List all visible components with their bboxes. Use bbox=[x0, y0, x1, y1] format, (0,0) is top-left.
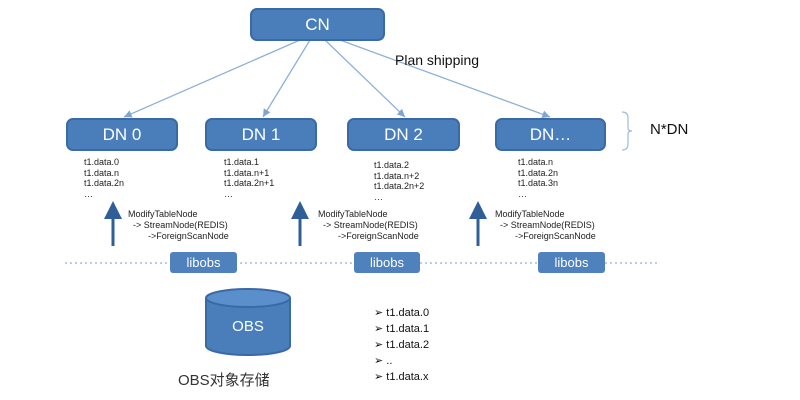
plan-line: ModifyTableNode bbox=[495, 209, 565, 219]
object-name: t1.data.x bbox=[386, 371, 429, 383]
plan-line: ->ForeignScanNode bbox=[495, 231, 596, 241]
dn-node-1: DN 1 bbox=[205, 118, 317, 151]
data-item: … bbox=[518, 188, 527, 199]
dn-brace bbox=[621, 111, 633, 151]
dn-label: DN… bbox=[529, 124, 572, 144]
data-item: … bbox=[224, 188, 233, 199]
data-item: t1.data.n+2 bbox=[374, 170, 420, 181]
list-item: ➢ t1.data.1 bbox=[374, 321, 429, 337]
libobs-box: libobs bbox=[170, 252, 237, 273]
dn-label: DN 0 bbox=[102, 124, 142, 144]
data-item: t1.data.n bbox=[518, 157, 554, 167]
libobs-box: libobs bbox=[354, 252, 420, 273]
plan-tree: ModifyTableNode -> StreamNode(REDIS) ->F… bbox=[495, 209, 596, 242]
plan-line: ->ForeignScanNode bbox=[318, 231, 419, 241]
dn-label: DN 2 bbox=[384, 124, 423, 144]
arrow-cn-dnn bbox=[339, 39, 551, 118]
obs-cylinder-icon bbox=[205, 288, 291, 356]
plan-shipping-label: Plan shipping bbox=[395, 52, 480, 68]
dn-node-2: DN 2 bbox=[347, 118, 460, 151]
plan-line: -> StreamNode(REDIS) bbox=[495, 220, 595, 230]
data-item: t1.data.1 bbox=[224, 157, 260, 167]
arrow-bullet-icon: ➢ bbox=[374, 323, 387, 335]
obs-caption: OBS对象存储 bbox=[178, 372, 270, 389]
object-name: t1.data.0 bbox=[386, 307, 430, 319]
data-item: t1.data.2n+1 bbox=[224, 178, 275, 188]
data-item: t1.data.n+1 bbox=[224, 167, 270, 178]
data-item: t1.data.n bbox=[84, 167, 120, 178]
data-item: … bbox=[374, 191, 383, 202]
obs-label: OBS bbox=[232, 318, 264, 335]
data-item: t1.data.2n+2 bbox=[374, 181, 425, 191]
object-list: ➢ t1.data.0 ➢ t1.data.1 ➢ t1.data.2 ➢ ..… bbox=[374, 305, 429, 385]
data-item: t1.data.2 bbox=[374, 160, 410, 170]
arrow-cn-dn0 bbox=[123, 39, 301, 118]
cn-label: CN bbox=[305, 14, 330, 34]
plan-line: ->ForeignScanNode bbox=[128, 231, 229, 241]
data-item: t1.data.2n bbox=[84, 178, 125, 188]
dn-node-n: DN… bbox=[495, 118, 606, 151]
object-name: t1.data.1 bbox=[386, 323, 430, 335]
arrow-bullet-icon: ➢ bbox=[374, 355, 387, 367]
arrow-cn-dn2 bbox=[324, 39, 406, 118]
data-item: t1.data.2n bbox=[518, 167, 559, 178]
plan-line: ModifyTableNode bbox=[128, 209, 198, 219]
arrow-bullet-icon: ➢ bbox=[374, 307, 387, 319]
data-item: t1.data.3n bbox=[518, 178, 559, 188]
plan-tree: ModifyTableNode -> StreamNode(REDIS) ->F… bbox=[128, 209, 229, 242]
data-item: t1.data.0 bbox=[84, 157, 120, 167]
arrow-cn-dn1 bbox=[262, 39, 311, 118]
list-item: ➢ t1.data.2 bbox=[374, 337, 429, 353]
list-item: ➢ t1.data.x bbox=[374, 369, 429, 385]
n-dn-label: N*DN bbox=[650, 121, 689, 138]
cn-node: CN bbox=[250, 8, 385, 41]
dn-node-0: DN 0 bbox=[66, 118, 178, 151]
dn-label: DN 1 bbox=[241, 124, 281, 144]
arrow-bullet-icon: ➢ bbox=[374, 339, 387, 351]
object-name: t1.data.2 bbox=[386, 339, 430, 351]
object-name: .. bbox=[386, 355, 393, 367]
plan-line: -> StreamNode(REDIS) bbox=[128, 220, 228, 230]
plan-line: -> StreamNode(REDIS) bbox=[318, 220, 418, 230]
plan-tree: ModifyTableNode -> StreamNode(REDIS) ->F… bbox=[318, 209, 419, 242]
list-item: ➢ .. bbox=[374, 353, 429, 369]
arrow-bullet-icon: ➢ bbox=[374, 371, 387, 383]
libobs-box: libobs bbox=[538, 252, 605, 273]
list-item: ➢ t1.data.0 bbox=[374, 305, 429, 321]
plan-line: ModifyTableNode bbox=[318, 209, 388, 219]
data-item: … bbox=[84, 188, 93, 199]
